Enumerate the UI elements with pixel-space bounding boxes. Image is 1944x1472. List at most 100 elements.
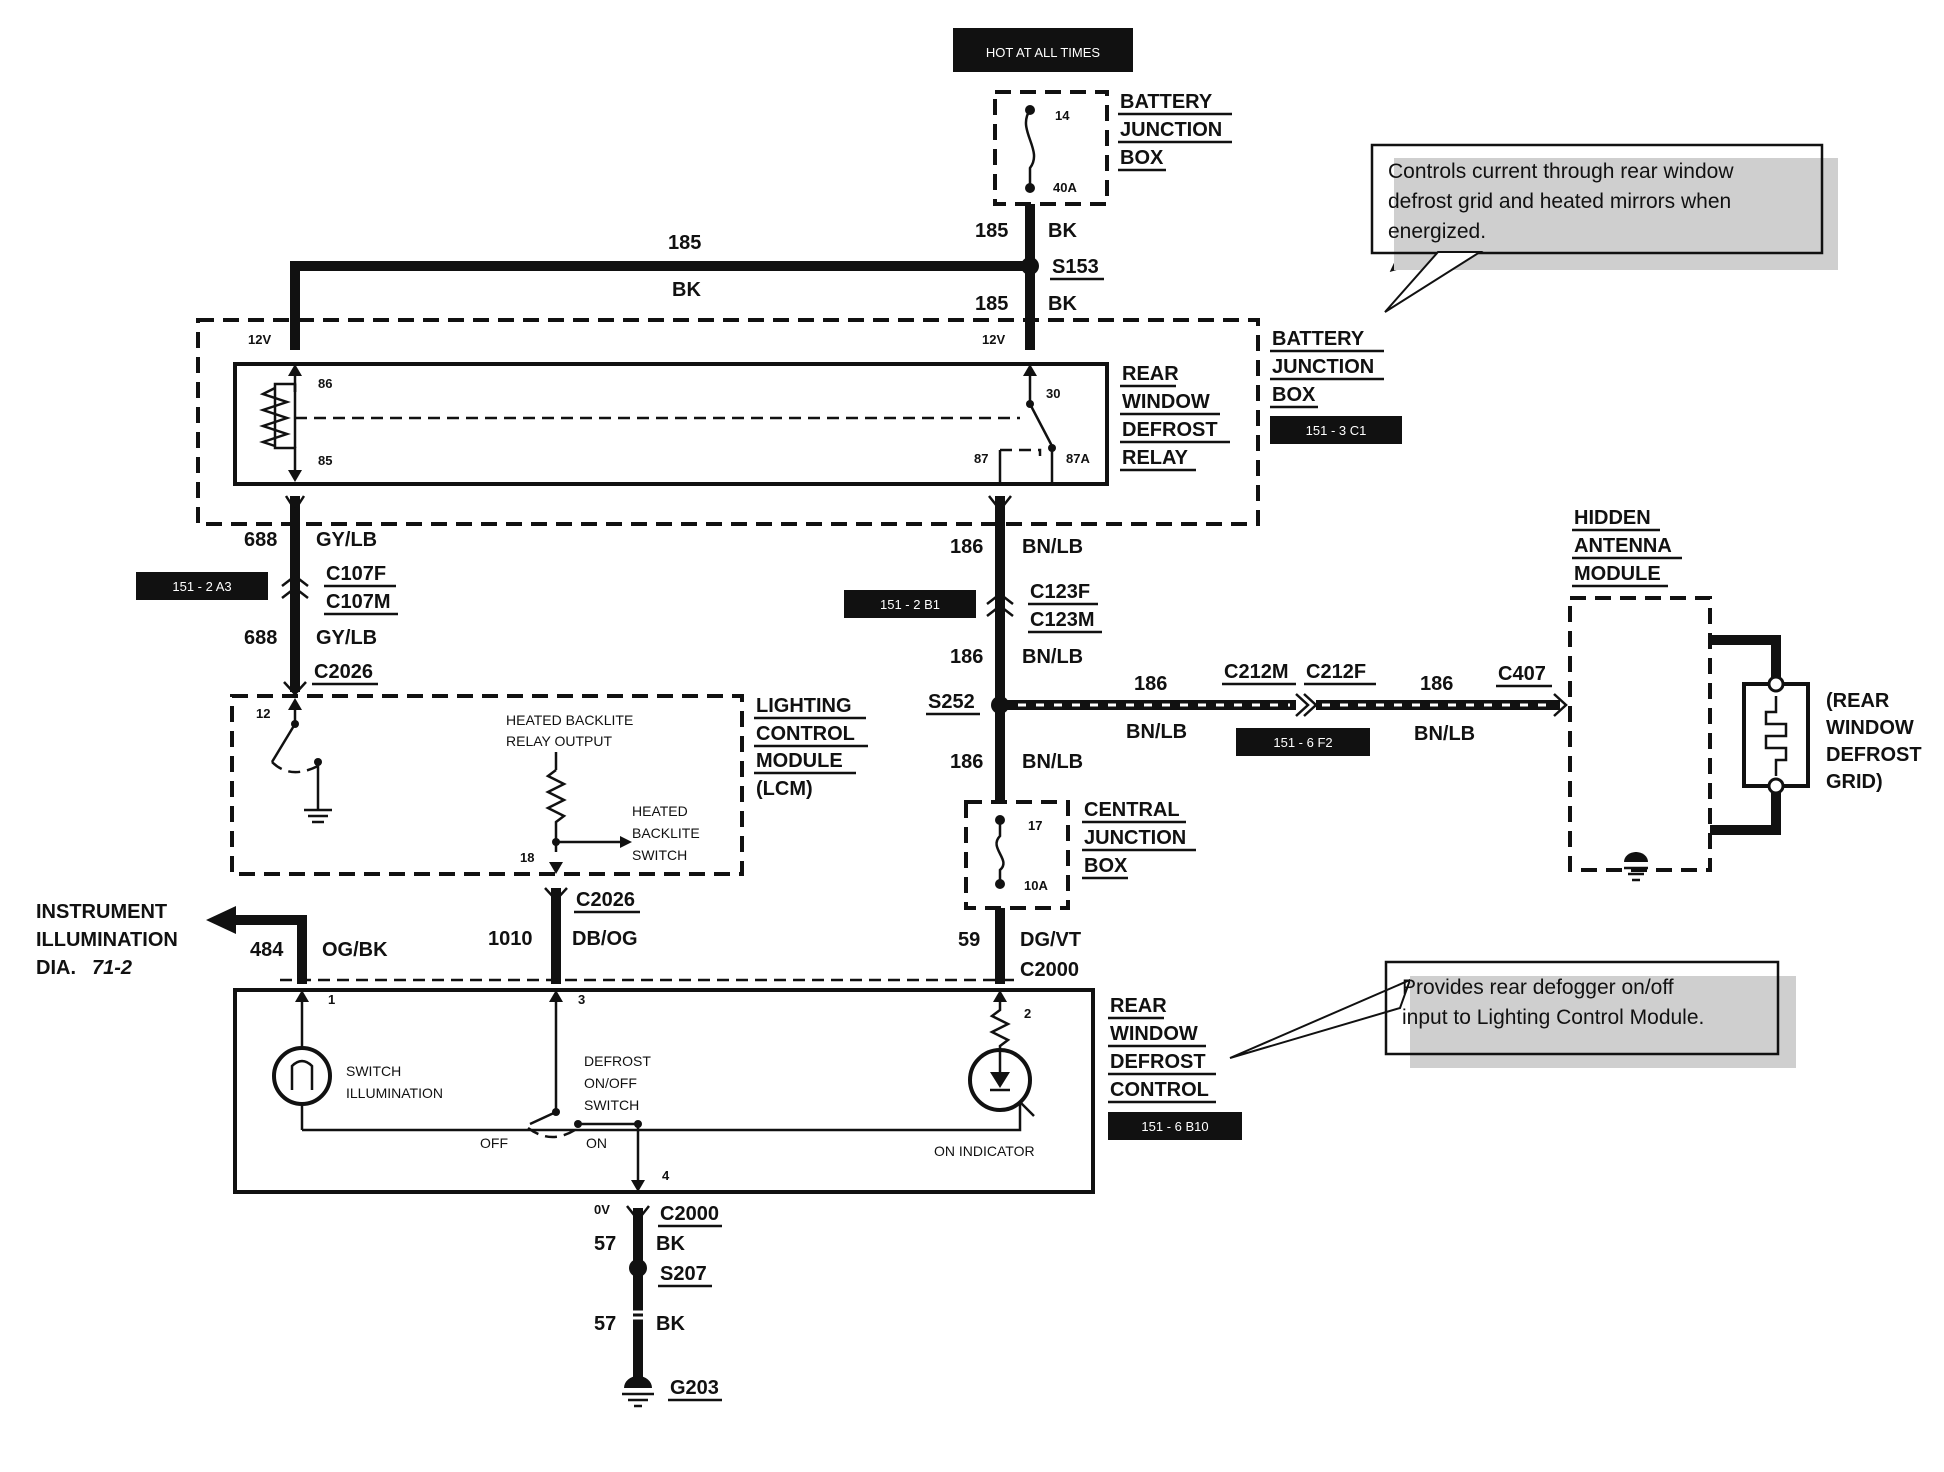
note-relay-line1: Controls current through rear window [1388,160,1734,183]
control-pin4: 4 [662,1168,670,1183]
note-control-pointer [1229,978,1412,1059]
grid-line1: (REAR [1826,690,1890,712]
circle [1767,675,1785,693]
connector-c407 [1553,693,1568,717]
ref-151-6-f2 [1236,728,1370,756]
antenna-line3: MODULE [1574,563,1661,585]
wire-688-a-color: GY/LB [316,529,377,551]
pin-85: 85 [318,453,332,468]
antenna-ground-icon [1624,852,1648,862]
defrost-grid-icon [1764,696,1788,776]
wire-185-h-color: BK [672,279,701,301]
line [1019,1101,1035,1117]
splice-s252-label: S252 [928,691,975,713]
polygon [288,698,302,710]
wire-1010-color: DB/OG [572,928,638,950]
lcm-switch-arrow [620,836,632,848]
bjb-relay-line3: BOX [1272,384,1316,406]
fuse-17-num: 17 [1028,818,1042,833]
cjb-line1: CENTRAL [1084,799,1180,821]
grid-line2: WINDOW [1826,717,1914,739]
control-pin2: 2 [1024,1006,1031,1021]
wire-484-num: 484 [250,939,284,961]
splice-s207-label: S207 [660,1263,707,1285]
path [988,495,1012,513]
note-control-line2: input to Lighting Control Module. [1402,1006,1704,1029]
control-line4: CONTROL [1110,1079,1209,1101]
instrument-line2: ILLUMINATION [36,929,178,951]
wire-186-b-color: BN/LB [1022,646,1083,668]
bjb-top-line3: BOX [1120,147,1164,169]
note-relay-box [1370,143,1824,255]
ref-151-3-c1 [1270,416,1402,444]
polygon [631,1180,645,1192]
wire-186-c-color: BN/LB [1022,751,1083,773]
conn-c2000-top-label: C2000 [1020,959,1079,981]
fuse-14-num: 14 [1055,108,1070,123]
switch-off: OFF [480,1135,508,1151]
path [271,761,319,774]
path [986,604,1014,617]
grid-line3: DEFROST [1826,744,1922,766]
lcm-line3: MODULE [756,750,843,772]
illum2: ILLUMINATION [346,1085,443,1101]
wire-186-h2-num: 186 [1420,673,1453,695]
relay-contact [1028,403,1054,447]
sw3: SWITCH [584,1097,639,1113]
ref-151-3-c1-text: 151 - 3 C1 [1306,423,1367,438]
wire-185-h-num: 185 [668,232,701,254]
relay-line4: RELAY [1122,447,1189,469]
control-pin3: 3 [578,992,585,1007]
hidden-antenna-module [1568,596,1712,872]
polygon [549,862,563,874]
pin-87a: 87A [1066,451,1090,466]
bjb-top-line1: BATTERY [1120,91,1213,113]
relay-coil-wire [273,382,297,470]
wire-186-b-num: 186 [950,646,983,668]
path [626,1205,650,1223]
grid-line4: GRID) [1826,771,1883,793]
wire-186-c-num: 186 [950,751,983,773]
cjb-line2: JUNCTION [1084,827,1186,849]
control-line1: REAR [1110,995,1167,1017]
wire-57-b-color: BK [656,1313,685,1335]
conn-c107m-label: C107M [326,591,390,613]
cjb-line3: BOX [1084,855,1128,877]
rear-window-defrost-relay [233,362,1109,486]
conn-c212f-label: C212F [1306,661,1366,683]
wire-59-num: 59 [958,929,980,951]
rear-window-defrost-control [233,988,1095,1194]
instrument-line1: INSTRUMENT [36,901,167,923]
lcm-line1: LIGHTING [756,695,852,717]
wire-59-color: DG/VT [1020,929,1081,951]
connector-c107f [281,574,309,587]
wire-688-a-num: 688 [244,529,277,551]
polygon [549,990,563,1002]
splice-s207 [629,1259,647,1277]
ref-151-6-f2-text: 151 - 6 F2 [1273,735,1332,750]
control-pin1: 1 [328,992,335,1007]
grid-feed-wire [1710,635,1781,684]
battery-junction-box-top [993,90,1109,206]
lcm-sw1: HEATED [632,803,688,819]
wire-1010-num: 1010 [488,928,533,950]
grid-ground-wire [1710,786,1781,835]
polygon [990,1072,1010,1088]
lcm-out1: HEATED BACKLITE [506,712,633,728]
ref-151-6-b10-text: 151 - 6 B10 [1141,1119,1208,1134]
fuse-14-rating: 40A [1053,180,1077,195]
conn-c407-label: C407 [1498,663,1546,685]
rect [1410,976,1796,1068]
path [281,586,309,599]
conn-c107f-label: C107F [326,563,386,585]
lighting-control-module [230,694,744,876]
relay-line1: REAR [1122,363,1179,385]
fuse-14-icon [1024,109,1036,188]
conn-c123f-label: C123F [1030,581,1090,603]
wire-185-mid-color: BK [1048,293,1077,315]
lcm-resistor-icon [545,769,567,852]
volt-12v-left: 12V [248,332,271,347]
illum1: SWITCH [346,1063,401,1079]
wire-185-mid-num: 185 [975,293,1008,315]
note-control-box [1384,960,1780,1056]
